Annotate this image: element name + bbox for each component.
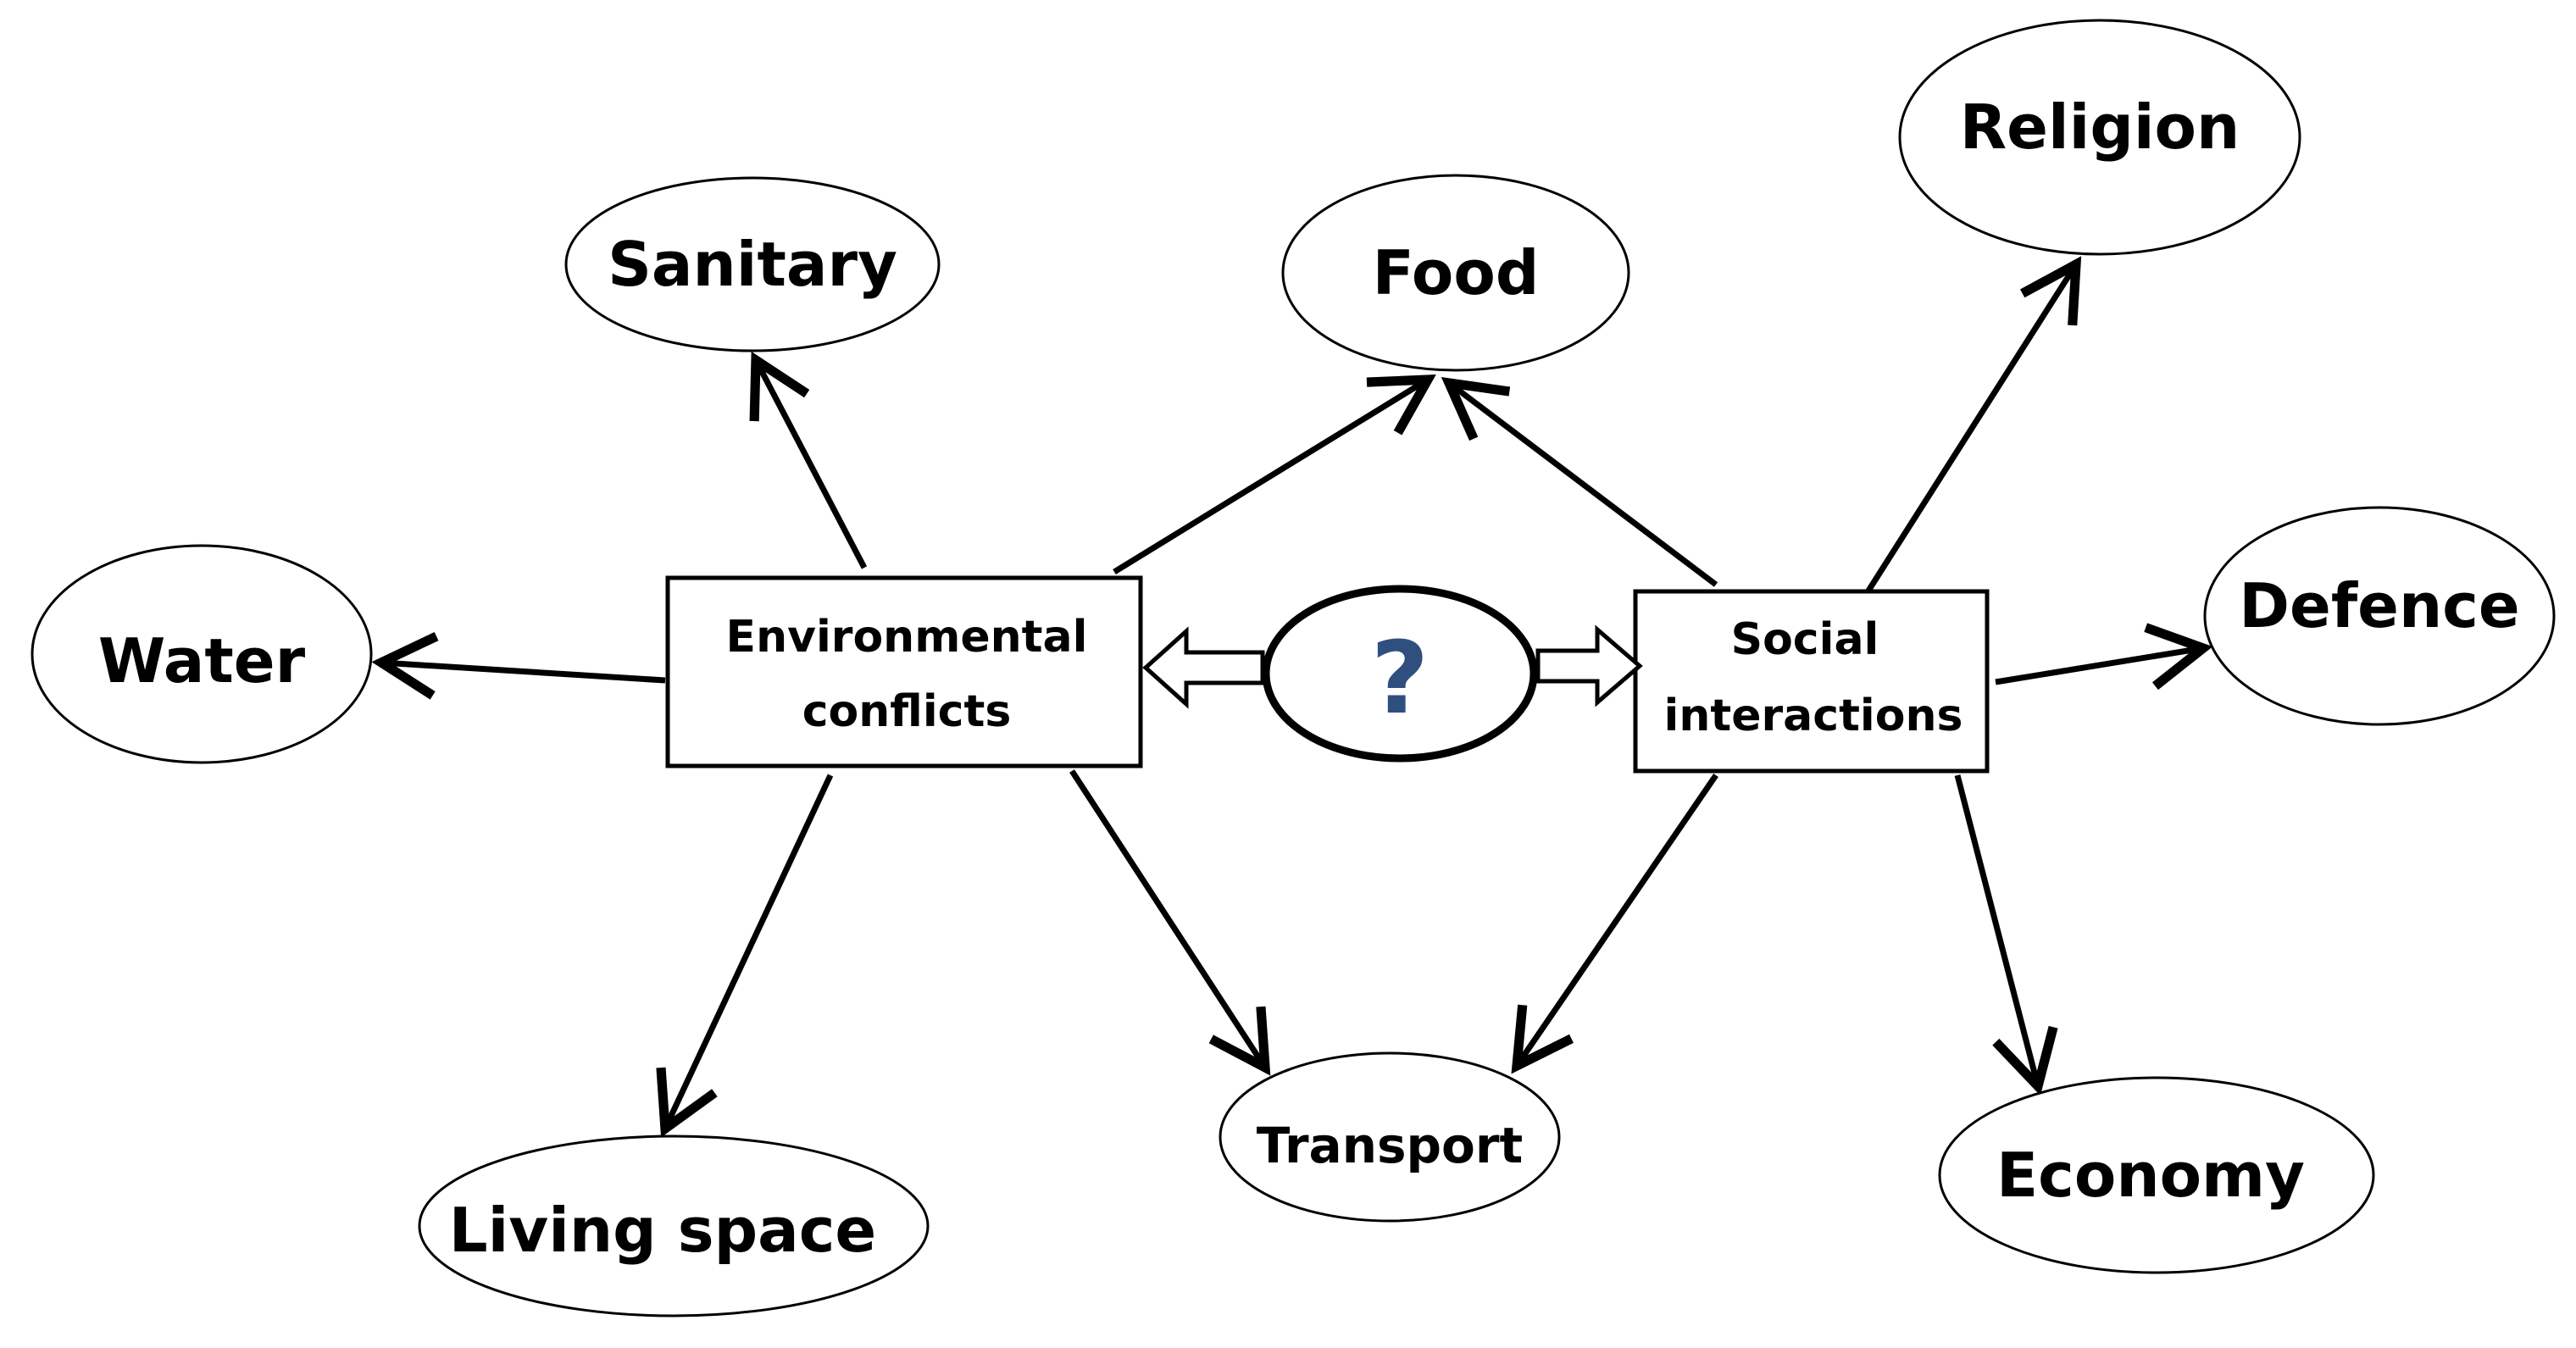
node-food: Food <box>1281 174 1630 372</box>
center-question-node: ? <box>1262 585 1538 763</box>
arrow-env-to-food <box>1113 374 1436 574</box>
hub-social-line2: interactions <box>1664 691 1963 741</box>
arrow-social-to-economy <box>1954 774 2058 1096</box>
hub-environmental-line1: Environmental <box>726 612 1088 663</box>
arrow-env-to-living-space <box>656 774 834 1138</box>
hollow-arrow-right <box>1535 624 1643 707</box>
node-water-label: Water <box>98 625 306 696</box>
node-food-label: Food <box>1373 237 1540 308</box>
node-living-space: Living space <box>418 1134 930 1317</box>
node-sanitary-label: Sanitary <box>608 229 897 300</box>
arrow-social-to-religion <box>1862 256 2082 599</box>
node-religion-label: Religion <box>1960 92 2240 163</box>
hub-social-line1: Social <box>1731 614 1879 665</box>
node-defence: Defence <box>2203 506 2556 726</box>
node-religion: Religion <box>1898 19 2301 256</box>
hollow-arrow-left <box>1142 626 1265 709</box>
node-transport-label: Transport <box>1257 1117 1523 1174</box>
node-sanitary: Sanitary <box>564 176 941 352</box>
arrow-social-to-food <box>1441 377 1718 587</box>
node-water: Water <box>31 544 373 764</box>
node-living-space-label: Living space <box>449 1195 877 1266</box>
arrow-env-to-sanitary <box>749 351 868 569</box>
arrow-social-to-transport <box>1511 774 1718 1074</box>
node-defence-label: Defence <box>2239 570 2520 641</box>
node-economy: Economy <box>1938 1076 2375 1274</box>
arrow-social-to-defence <box>1995 623 2213 691</box>
arrow-env-to-water <box>371 631 666 700</box>
arrow-env-to-transport <box>1069 769 1271 1076</box>
hub-social-interactions: Social interactions <box>1633 589 1990 774</box>
question-mark-symbol: ? <box>1371 619 1429 736</box>
hub-environmental-line2: conflicts <box>802 686 1012 737</box>
node-transport: Transport <box>1219 1051 1561 1223</box>
hub-environmental-conflicts: Environmental conflicts <box>665 575 1143 768</box>
node-economy-label: Economy <box>1996 1140 2305 1211</box>
